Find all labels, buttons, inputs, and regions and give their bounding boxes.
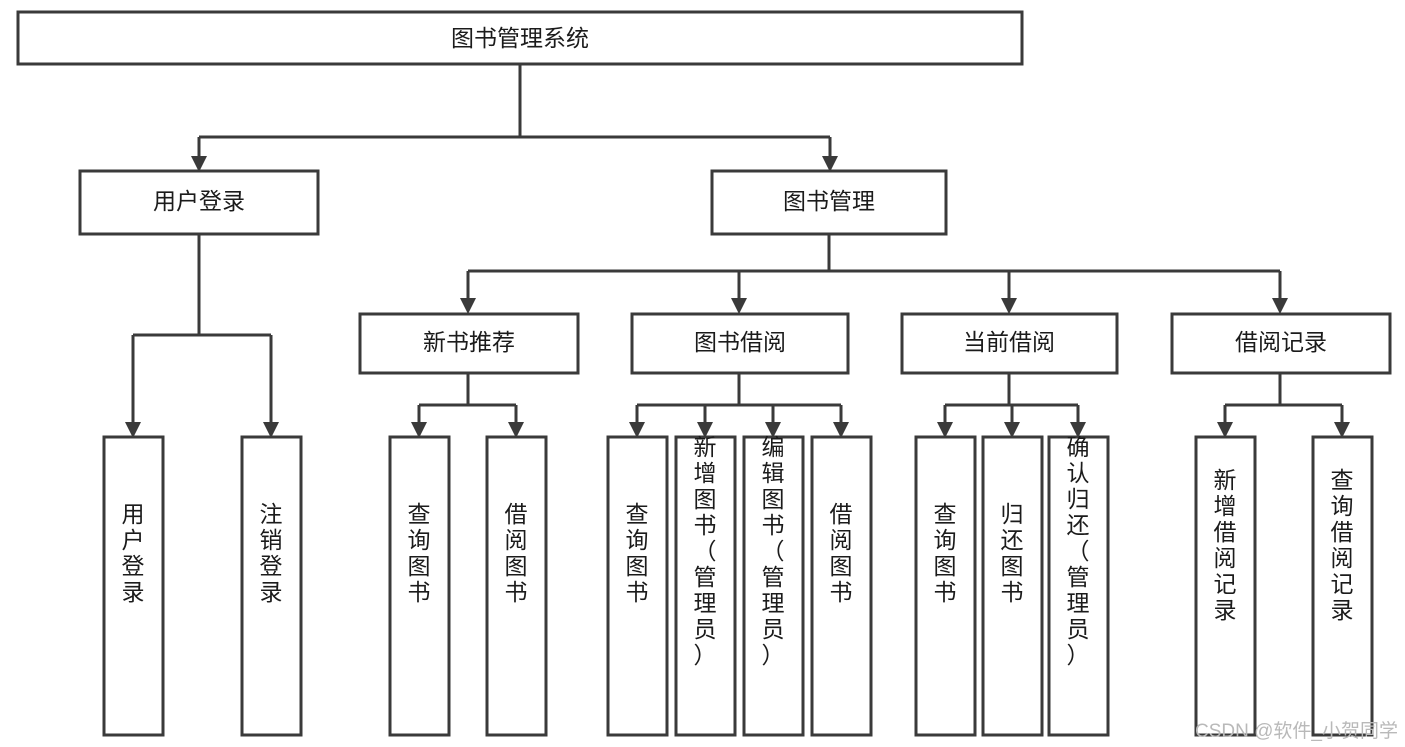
node-user-login-box[interactable] [78, 169, 320, 236]
node-leaf-query-book-2[interactable]: 查询图书 [606, 435, 669, 737]
arrow-bm-new-book-recommend [460, 298, 476, 314]
node-book-manage-box[interactable] [710, 169, 948, 236]
arrow-bm-borrow-record [1272, 298, 1288, 314]
node-book-borrow-label: 图书借阅 [694, 329, 786, 355]
node-leaf-return-book-box[interactable] [981, 435, 1044, 737]
node-leaf-logout-login-box[interactable] [240, 435, 303, 737]
arrow-bm-current-borrow [1001, 298, 1017, 314]
node-book-borrow-box[interactable] [630, 312, 850, 375]
node-new-book-recommend[interactable]: 新书推荐 [358, 312, 580, 375]
node-leaf-query-book-3-label: 查询图书 [934, 501, 957, 605]
node-root[interactable]: 图书管理系统 [16, 10, 1024, 66]
node-leaf-borrow-book-2[interactable]: 借阅图书 [810, 435, 873, 737]
arrow-bm-book-borrow [731, 298, 747, 314]
node-leaf-logout-login-label: 注销登录 [260, 501, 283, 605]
arrow-user-login-leaf-2 [263, 422, 279, 438]
node-leaf-query-book-2-label: 查询图书 [626, 501, 649, 605]
node-borrow-record[interactable]: 借阅记录 [1170, 312, 1392, 375]
node-leaf-add-book[interactable]: 新增图书（管理员） [674, 434, 737, 737]
node-book-manage[interactable]: 图书管理 [710, 169, 948, 236]
node-leaf-borrow-book-1-label: 借阅图书 [505, 501, 528, 605]
node-leaf-borrow-book-1-box[interactable] [485, 435, 548, 737]
watermark-label: CSDN @软件_小贺同学 [1195, 720, 1398, 742]
node-leaf-edit-book[interactable]: 编辑图书（管理员） [742, 434, 805, 737]
node-leaf-borrow-book-2-label: 借阅图书 [830, 501, 853, 605]
node-leaf-edit-book-box[interactable] [742, 435, 805, 737]
arrow-cb-leaf-1 [937, 422, 953, 438]
node-new-book-recommend-label: 新书推荐 [423, 329, 515, 355]
arrow-bb-leaf-1 [629, 422, 645, 438]
node-current-borrow[interactable]: 当前借阅 [900, 312, 1119, 375]
node-leaf-logout-login[interactable]: 注销登录 [240, 435, 303, 737]
node-root-box[interactable] [16, 10, 1024, 66]
node-leaf-add-record-box[interactable] [1194, 435, 1257, 737]
node-root-label: 图书管理系统 [451, 25, 589, 51]
arrow-user-login-leaf-1 [125, 422, 141, 438]
node-leaf-confirm-return-box[interactable] [1047, 435, 1110, 737]
node-user-login[interactable]: 用户登录 [78, 169, 320, 236]
node-leaf-query-record[interactable]: 查询借阅记录 [1311, 435, 1374, 737]
arrow-br-leaf-1 [1217, 422, 1233, 438]
node-leaf-query-book-1-box[interactable] [388, 435, 451, 737]
node-current-borrow-box[interactable] [900, 312, 1119, 375]
arrow-nbr-leaf-2 [508, 422, 524, 438]
arrow-bb-leaf-2 [697, 422, 713, 438]
node-book-borrow[interactable]: 图书借阅 [630, 312, 850, 375]
node-leaf-query-book-2-box[interactable] [606, 435, 669, 737]
arrow-br-leaf-2 [1334, 422, 1350, 438]
arrow-bb-leaf-3 [765, 422, 781, 438]
node-leaf-borrow-book-1[interactable]: 借阅图书 [485, 435, 548, 737]
connector-layer [125, 64, 1350, 438]
node-leaf-add-record-label: 新增借阅记录 [1214, 467, 1237, 623]
node-leaf-query-book-1[interactable]: 查询图书 [388, 435, 451, 737]
node-borrow-record-label: 借阅记录 [1235, 329, 1327, 355]
node-book-manage-label: 图书管理 [783, 188, 875, 214]
node-leaf-user-login[interactable]: 用户登录 [102, 435, 165, 737]
node-leaf-user-login-label: 用户登录 [122, 501, 145, 605]
arrow-bb-leaf-4 [833, 422, 849, 438]
node-leaf-add-book-box[interactable] [674, 435, 737, 737]
arrow-cb-leaf-2 [1004, 422, 1020, 438]
node-borrow-record-box[interactable] [1170, 312, 1392, 375]
node-leaf-return-book-label: 归还图书 [1001, 501, 1024, 605]
node-leaf-confirm-return[interactable]: 确认归还（管理员） [1047, 434, 1110, 737]
node-leaf-return-book[interactable]: 归还图书 [981, 435, 1044, 737]
arrow-root-to-book-manage [822, 156, 838, 172]
node-leaf-user-login-box[interactable] [102, 435, 165, 737]
node-leaf-query-book-3[interactable]: 查询图书 [914, 435, 977, 737]
node-leaf-query-book-3-box[interactable] [914, 435, 977, 737]
arrow-nbr-leaf-1 [411, 422, 427, 438]
arrow-root-to-user-login [191, 156, 207, 172]
node-leaf-edit-book-label: 编辑图书（管理员） [762, 434, 785, 668]
node-leaf-confirm-return-label: 确认归还（管理员） [1067, 434, 1090, 668]
arrow-cb-leaf-3 [1070, 422, 1086, 438]
node-leaf-query-book-1-label: 查询图书 [408, 501, 431, 605]
node-current-borrow-label: 当前借阅 [963, 329, 1055, 355]
node-leaf-query-record-label: 查询借阅记录 [1331, 467, 1354, 623]
node-leaf-query-record-box[interactable] [1311, 435, 1374, 737]
node-leaf-add-record[interactable]: 新增借阅记录 [1194, 435, 1257, 737]
node-leaf-add-book-label: 新增图书（管理员） [694, 434, 717, 668]
node-leaf-borrow-book-2-box[interactable] [810, 435, 873, 737]
node-user-login-label: 用户登录 [153, 188, 245, 214]
node-new-book-recommend-box[interactable] [358, 312, 580, 375]
